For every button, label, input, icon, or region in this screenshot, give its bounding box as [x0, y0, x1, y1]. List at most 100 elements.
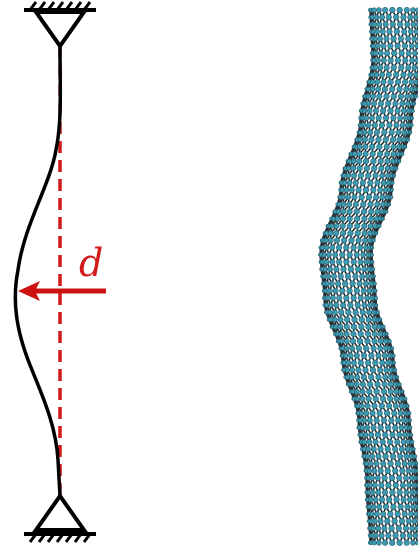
nanotube-atom: [365, 172, 372, 179]
nanotube-atom: [408, 511, 414, 517]
nanotube-atom: [389, 6, 396, 14]
nanotube-atom: [400, 439, 407, 445]
nanotube-atom: [396, 136, 403, 143]
nanotube-atom: [350, 244, 357, 251]
nanotube-atom: [391, 410, 398, 417]
nanotube-atom: [375, 114, 382, 122]
nanotube-atom: [339, 338, 345, 344]
nanotube-atom: [368, 460, 374, 467]
nanotube-atom: [342, 180, 348, 186]
nanotube-atom: [385, 100, 392, 107]
nanotube-atom: [384, 446, 391, 453]
nanotube-atom: [405, 404, 410, 408]
nanotube-atom: [398, 446, 405, 453]
nanotube-atom: [347, 302, 354, 309]
nanotube-atom: [387, 42, 394, 50]
nanotube-atom: [365, 194, 373, 201]
nanotube-atom: [386, 402, 393, 410]
nanotube-atom: [370, 489, 376, 496]
nanotube-atom: [369, 143, 376, 150]
nanotube-atom: [370, 424, 377, 431]
nanotube-atom: [346, 215, 353, 222]
nanotube-atom: [396, 474, 403, 482]
nanotube-atom: [364, 338, 371, 345]
nanotube-atom: [371, 467, 378, 474]
nanotube-atom: [354, 396, 361, 402]
nanotube-atom: [327, 309, 333, 315]
nanotube-atom: [377, 158, 384, 165]
nanotube-atom: [345, 360, 352, 366]
nanotube-atom: [368, 215, 375, 222]
nanotube-atom: [389, 21, 396, 28]
nanotube-atom: [343, 258, 350, 266]
nanotube-atom: [352, 179, 359, 186]
nanotube-atom: [377, 187, 384, 193]
nanotube-atom: [337, 273, 344, 280]
nanotube-atom: [361, 223, 368, 229]
nanotube-atom: [372, 496, 379, 503]
nanotube-atom: [380, 179, 387, 186]
nanotube-atom: [340, 194, 346, 200]
nanotube-atom: [357, 144, 363, 150]
nanotube-atom: [379, 496, 385, 503]
nanotube-atom: [375, 489, 382, 496]
nanotube-atom: [396, 489, 403, 496]
nanotube-atom: [381, 352, 388, 359]
nanotube-atom: [338, 331, 344, 337]
nanotube-atom: [377, 424, 384, 431]
nanotube-atom: [343, 345, 350, 352]
nanotube-atom: [358, 323, 365, 330]
nanotube-atom: [368, 497, 374, 503]
nanotube-atom: [358, 194, 365, 201]
nanotube-atom: [353, 352, 360, 359]
nanotube-atom: [359, 273, 366, 280]
nanotube-atom: [403, 489, 410, 496]
nanotube-atom: [377, 100, 384, 107]
nanotube-atom: [355, 266, 361, 273]
nanotube-atom: [363, 280, 369, 287]
nanotube-atom: [333, 324, 339, 330]
nanotube-atom: [327, 237, 334, 244]
nanotube-atom: [382, 539, 389, 546]
nanotube-atom: [337, 316, 344, 323]
nanotube-atom: [359, 425, 366, 431]
nanotube-atom: [413, 79, 418, 85]
nanotube-atom: [383, 93, 390, 100]
nanotube-atom: [393, 28, 401, 35]
nanotube-atom: [371, 267, 376, 272]
nanotube-atom: [366, 309, 372, 316]
nanotube-atom: [381, 86, 388, 93]
nanotube-atom: [357, 359, 364, 366]
nanotube-atom: [408, 425, 413, 430]
nanotube-atom: [393, 122, 400, 129]
nanotube-atom: [350, 330, 357, 338]
nanotube-atom: [378, 532, 385, 539]
nanotube-atom: [397, 503, 404, 510]
nanotube-atom: [340, 208, 347, 215]
nanotube-atom: [402, 79, 409, 85]
nanotube-atom: [370, 345, 377, 352]
nanotube-atom: [400, 71, 407, 78]
nanotube-atom: [332, 316, 338, 323]
nanotube-atom: [354, 230, 361, 237]
nanotube-atoms: [318, 6, 418, 546]
nanotube-atom: [351, 359, 357, 366]
nanotube-atom: [327, 266, 333, 273]
nanotube-atom: [344, 316, 351, 323]
nanotube-atom: [377, 224, 382, 228]
nanotube-atom: [384, 332, 389, 336]
nanotube-atom: [367, 201, 374, 208]
nanotube-atom: [397, 115, 404, 121]
nanotube-atom: [365, 446, 371, 452]
buckled-beam-schematic: d: [13, 1, 106, 543]
nanotube-atom: [378, 50, 384, 57]
nanotube-atom: [398, 50, 405, 57]
bottom-support-hatching: [28, 533, 92, 543]
nanotube-atom: [359, 388, 366, 395]
nanotube-atom: [365, 316, 372, 323]
nanotube-atom: [392, 173, 396, 178]
nanotube-atom: [410, 21, 417, 28]
nanotube-atom: [405, 35, 412, 42]
nanotube-atom: [406, 532, 413, 539]
nanotube-atom: [404, 503, 411, 510]
